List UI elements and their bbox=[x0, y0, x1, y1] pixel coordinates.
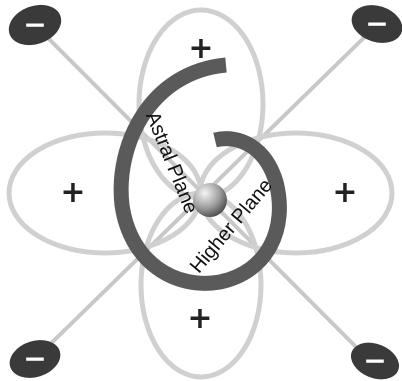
positive-charge-right: + bbox=[332, 175, 357, 210]
electron-top-right: − bbox=[347, 0, 402, 49]
negative-charge-top-right: − bbox=[365, 7, 388, 40]
positive-charge-left: + bbox=[60, 175, 85, 210]
negative-charge-top-left: − bbox=[23, 8, 46, 41]
positive-charge-top: + bbox=[188, 31, 213, 66]
positive-charge-bottom: + bbox=[187, 301, 212, 336]
negative-charge-bottom-left: − bbox=[23, 342, 46, 375]
negative-charge-bottom-right: − bbox=[363, 344, 386, 377]
electron-top-left: − bbox=[3, 0, 67, 52]
